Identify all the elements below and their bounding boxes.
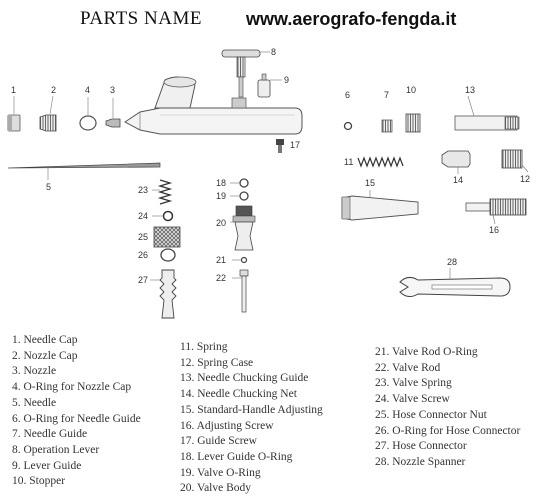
- legend-item: 7. Needle Guide: [12, 428, 88, 441]
- callout-12: 12: [520, 174, 530, 184]
- legend-column-1: 1. Needle Cap 2. Nozzle Cap 3. Nozzle 4.…: [12, 333, 141, 490]
- callout-13: 13: [465, 85, 475, 95]
- part-valve-rod: [232, 269, 249, 313]
- legend-item: 6. O-Ring for Needle Guide: [12, 412, 141, 425]
- legend-item: 9. Lever Guide: [12, 459, 82, 472]
- part-nozzle: [105, 98, 121, 128]
- callout-11: 11: [344, 157, 353, 167]
- part-needle-chucking-guide: [454, 95, 520, 131]
- part-operation-lever: [221, 49, 270, 98]
- legend-item: 24. Valve Screw: [375, 393, 450, 406]
- part-needle-guide: [381, 119, 393, 133]
- website-url[interactable]: www.aerografo-fengda.it: [246, 9, 457, 29]
- legend-item: 18. Lever Guide O-Ring: [180, 450, 293, 463]
- legend-item: 22. Valve Rod: [375, 361, 441, 374]
- callout-24: 24: [138, 211, 148, 221]
- legend-item: 19. Valve O-Ring: [180, 466, 261, 479]
- part-needle-cap: [7, 96, 21, 132]
- callout-5: 5: [46, 182, 51, 192]
- part-valve-body: [230, 205, 256, 251]
- callout-27: 27: [138, 275, 148, 285]
- callout-18: 18: [216, 178, 226, 188]
- part-lever-guide-oring: [230, 178, 249, 188]
- legend-item: 8. Operation Lever: [12, 443, 100, 456]
- callout-8: 8: [271, 47, 276, 57]
- legend-item: 2. Nozzle Cap: [12, 349, 78, 362]
- legend-item: 4. O-Ring for Nozzle Cap: [12, 381, 132, 394]
- part-nozzle-spanner: [399, 268, 511, 298]
- callout-6: 6: [345, 90, 350, 100]
- legend-item: 1. Needle Cap: [12, 334, 78, 346]
- part-oring-hose-connector: [160, 248, 176, 262]
- part-valve-spring: [152, 179, 173, 205]
- legend-item: 17. Guide Screw: [180, 435, 257, 448]
- callout-28: 28: [447, 257, 457, 267]
- callout-10: 10: [406, 85, 416, 95]
- part-handle-adjusting: [341, 190, 419, 221]
- callout-1: 1: [11, 85, 16, 95]
- part-needle: [7, 162, 161, 180]
- parts-diagram: 1 2 3 4 5 6 7 8 9 10 11 12 13 14 15 16 1…: [7, 47, 530, 319]
- part-hose-connector: [150, 269, 177, 319]
- part-stopper: [405, 113, 421, 133]
- legend-item: 20. Valve Body: [180, 482, 252, 495]
- part-lever-guide: [257, 73, 282, 98]
- legend-item: 23. Valve Spring: [375, 377, 452, 390]
- part-hose-connector-nut: [153, 226, 181, 248]
- callout-14: 14: [453, 175, 463, 185]
- callout-16: 16: [489, 225, 499, 235]
- part-spring: [357, 156, 404, 168]
- part-valve-oring: [230, 191, 249, 201]
- part-valve-screw: [152, 210, 174, 222]
- legend-column-3: 21. Valve Rod O-Ring 22. Valve Rod 23. V…: [375, 345, 520, 471]
- legend-item: 16. Adjusting Screw: [180, 419, 274, 432]
- callout-19: 19: [216, 191, 226, 201]
- part-nozzle-cap: [39, 95, 57, 132]
- part-adjusting-screw: [465, 198, 527, 225]
- legend-item: 10. Stopper: [12, 475, 66, 488]
- legend-item: 3. Nozzle: [12, 365, 57, 378]
- part-guide-screw: [276, 139, 284, 153]
- legend-item: 25. Hose Connector Nut: [375, 408, 487, 421]
- legend-item: 14. Needle Chucking Net: [180, 388, 297, 401]
- callout-15: 15: [365, 178, 375, 188]
- callout-20: 20: [216, 218, 226, 228]
- callout-7: 7: [384, 90, 389, 100]
- callout-3: 3: [110, 85, 115, 95]
- part-spring-case: [501, 149, 529, 173]
- diagram-title: PARTS NAME: [80, 8, 202, 29]
- part-needle-chucking-net: [441, 150, 471, 174]
- legend-item: 12. Spring Case: [180, 356, 254, 369]
- part-valve-rod-oring: [232, 256, 248, 264]
- legend-item: 13. Needle Chucking Guide: [180, 372, 309, 385]
- callout-9: 9: [284, 75, 289, 85]
- callout-22: 22: [216, 273, 226, 283]
- legend-item: 28. Nozzle Spanner: [375, 455, 466, 468]
- legend-column-2: 11. Spring 12. Spring Case 13. Needle Ch…: [180, 340, 323, 497]
- legend-item: 15. Standard-Handle Adjusting: [180, 403, 323, 416]
- airbrush-body: [124, 76, 303, 135]
- legend-item: 21. Valve Rod O-Ring: [375, 346, 478, 358]
- callout-21: 21: [216, 255, 226, 265]
- callout-25: 25: [138, 232, 148, 242]
- legend-item: 11. Spring: [180, 341, 228, 353]
- legend-item: 5. Needle: [12, 396, 57, 409]
- callout-23: 23: [138, 185, 148, 195]
- callout-labels: 1 2 3 4 5 6 7 8 9 10 11 12 13 14 15 16 1…: [11, 47, 530, 285]
- part-oring-nozzle-cap: [79, 97, 97, 131]
- callout-26: 26: [138, 250, 148, 260]
- callout-2: 2: [51, 85, 56, 95]
- callout-17: 17: [290, 140, 300, 150]
- legend-item: 26. O-Ring for Hose Connector: [375, 424, 521, 437]
- part-oring-needle-guide: [343, 121, 353, 131]
- callout-4: 4: [85, 85, 90, 95]
- legend-item: 27. Hose Connector: [375, 440, 467, 453]
